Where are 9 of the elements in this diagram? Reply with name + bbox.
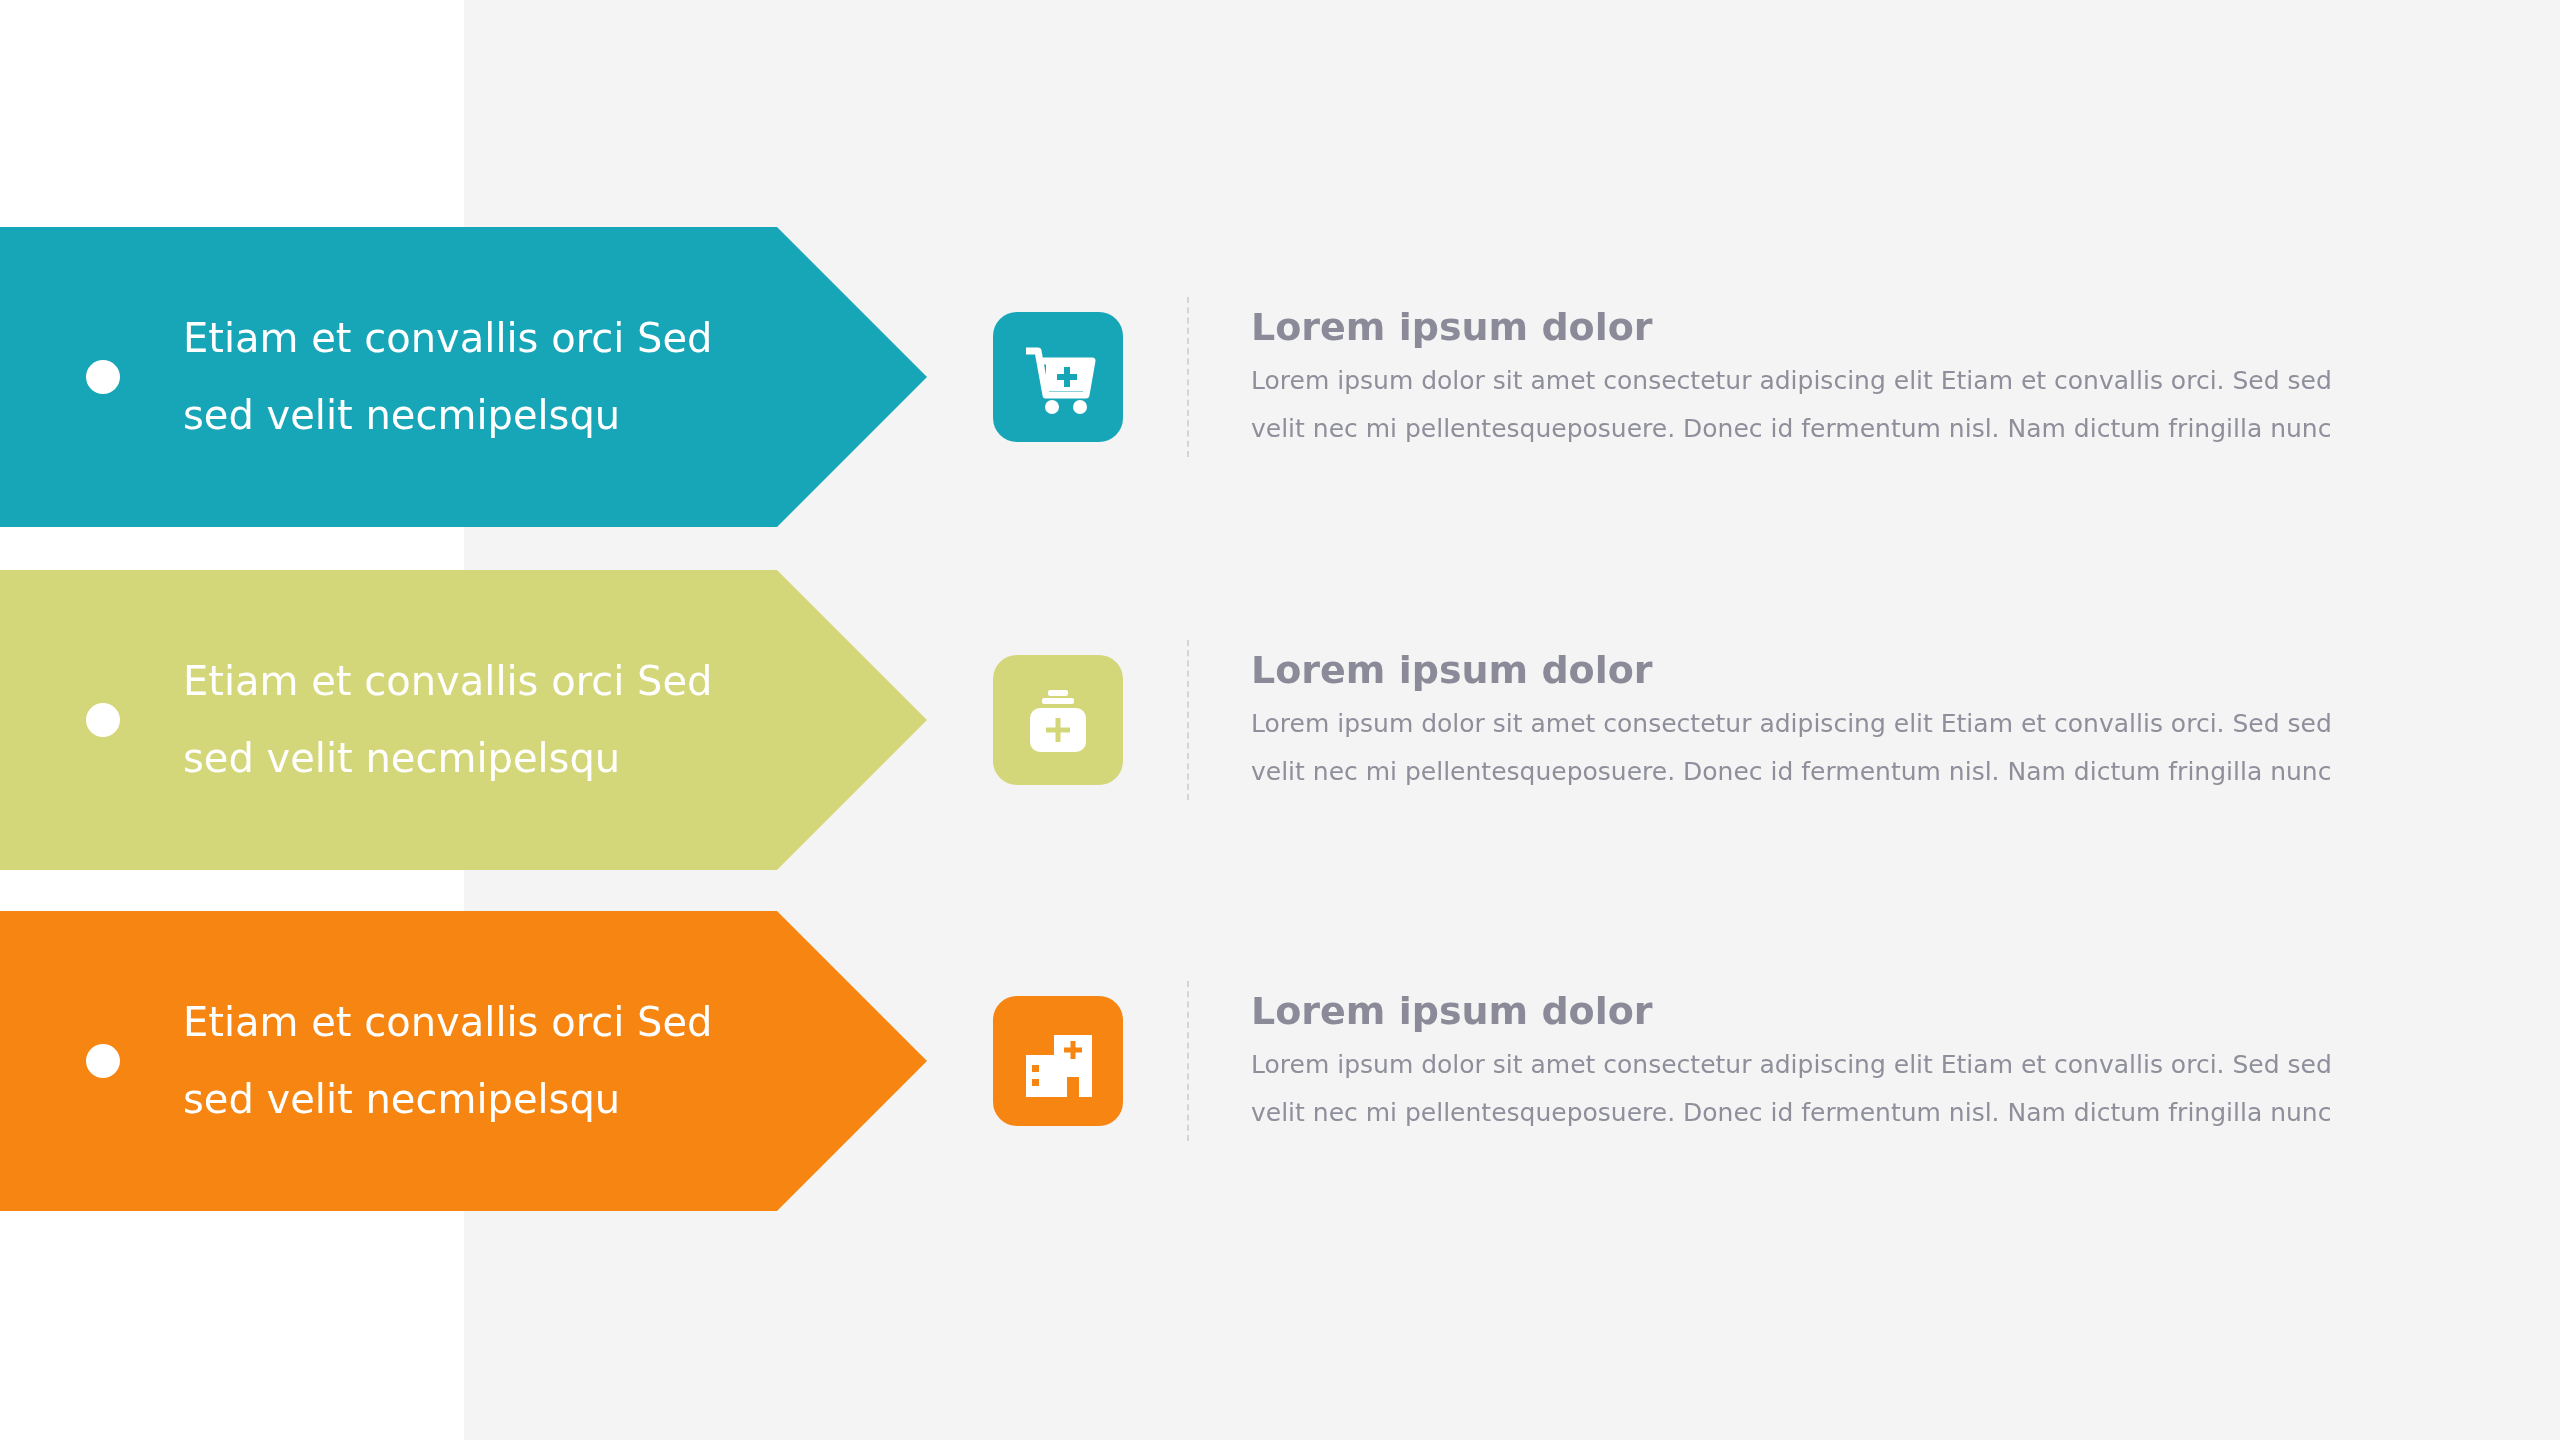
heading: Lorem ipsum dolor	[1251, 989, 1653, 1033]
heading: Lorem ipsum dolor	[1251, 305, 1653, 349]
description-text: Lorem ipsum dolor sit amet consectetur adipiscing elit Etiam et convallis orci. Sed sed velit nec mi pellentesqueposuere. Donec id fermentum nisl. Nam dictum fringilla nunc	[1251, 1049, 2333, 1129]
description-text: Lorem ipsum dolor sit amet consectetur adipiscing elit Etiam et convallis orci. Sed sed velit nec mi pellentesqueposuere. Donec id fermentum nisl. Nam dictum fringilla nunc	[1251, 365, 2333, 445]
banner-text: Etiam et convallis orci Sed sed velit necmipelsqu	[183, 314, 714, 440]
description-text: Lorem ipsum dolor sit amet consectetur adipiscing elit Etiam et convallis orci. Sed sed velit nec mi pellentesqueposuere. Donec id fermentum nisl. Nam dictum fringilla nunc	[1251, 708, 2333, 788]
banner-text: Etiam et convallis orci Sed sed velit necmipelsqu	[183, 657, 714, 783]
heading: Lorem ipsum dolor	[1251, 648, 1653, 692]
banner-text: Etiam et convallis orci Sed sed velit necmipelsqu	[183, 998, 714, 1124]
